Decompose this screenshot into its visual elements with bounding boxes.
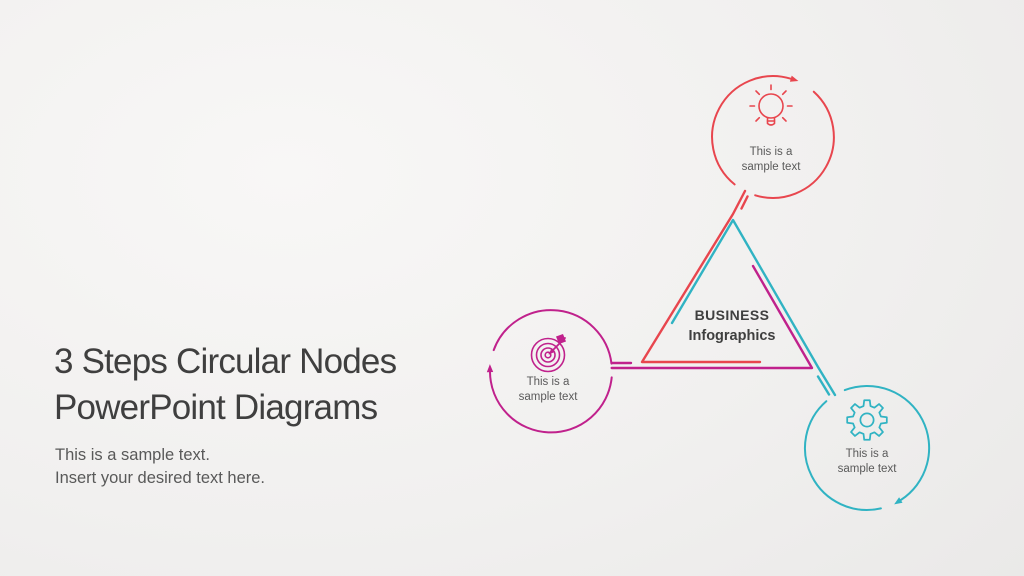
target-icon — [530, 334, 566, 373]
gear-icon — [846, 399, 888, 441]
slide-subtitle-line2: Insert your desired text here. — [55, 469, 266, 487]
node-idea-label-line1: This is a — [749, 146, 793, 158]
triangle-center-label: BUSINESS Infographics — [657, 305, 807, 347]
idea-circle-arc — [754, 90, 835, 199]
goal-circle-arc — [489, 371, 613, 434]
process-circle-arc — [804, 400, 882, 511]
slide-subtitle: This is a sample text. Insert your desir… — [55, 444, 265, 490]
clockwise-arrow-icon — [486, 364, 494, 373]
dart-tip — [548, 348, 556, 355]
node-process-label-line1: This is a — [845, 448, 889, 460]
center-label-line1: BUSINESS — [694, 307, 770, 323]
node-idea-label-line2: sample text — [741, 161, 801, 173]
triangle-side-red — [640, 189, 762, 364]
node-goal — [486, 264, 814, 434]
slide-subtitle-line1: This is a sample text. — [55, 446, 210, 464]
connector-accent-red — [740, 195, 749, 210]
node-process — [670, 218, 931, 511]
slide-title-line1: 3 Steps Circular Nodes — [54, 342, 397, 381]
clockwise-arrow-icon — [789, 75, 799, 82]
connector-accent-teal — [816, 375, 831, 396]
idea-circle-arc — [711, 75, 792, 186]
slide-title-line2: PowerPoint Diagrams — [54, 388, 378, 427]
clockwise-arrow-icon — [894, 497, 903, 505]
center-label-line2: Infographics — [688, 328, 776, 344]
node-process-label: This is a sample text — [802, 447, 932, 477]
node-idea-label: This is a sample text — [706, 145, 836, 175]
goal-circle-arc — [492, 309, 613, 365]
node-goal-label-line1: This is a — [526, 376, 570, 388]
process-circle-arc — [843, 385, 931, 501]
lightbulb-icon — [749, 84, 793, 126]
triangle-side-magenta — [610, 264, 814, 370]
node-process-label-line2: sample text — [837, 463, 897, 475]
triangle-side-teal — [670, 218, 837, 397]
slide-title: 3 Steps Circular Nodes PowerPoint Diagra… — [54, 339, 397, 431]
node-idea — [640, 75, 835, 364]
node-goal-label: This is a sample text — [483, 375, 613, 405]
node-goal-label-line2: sample text — [518, 391, 578, 403]
dart-fletching — [556, 334, 566, 344]
